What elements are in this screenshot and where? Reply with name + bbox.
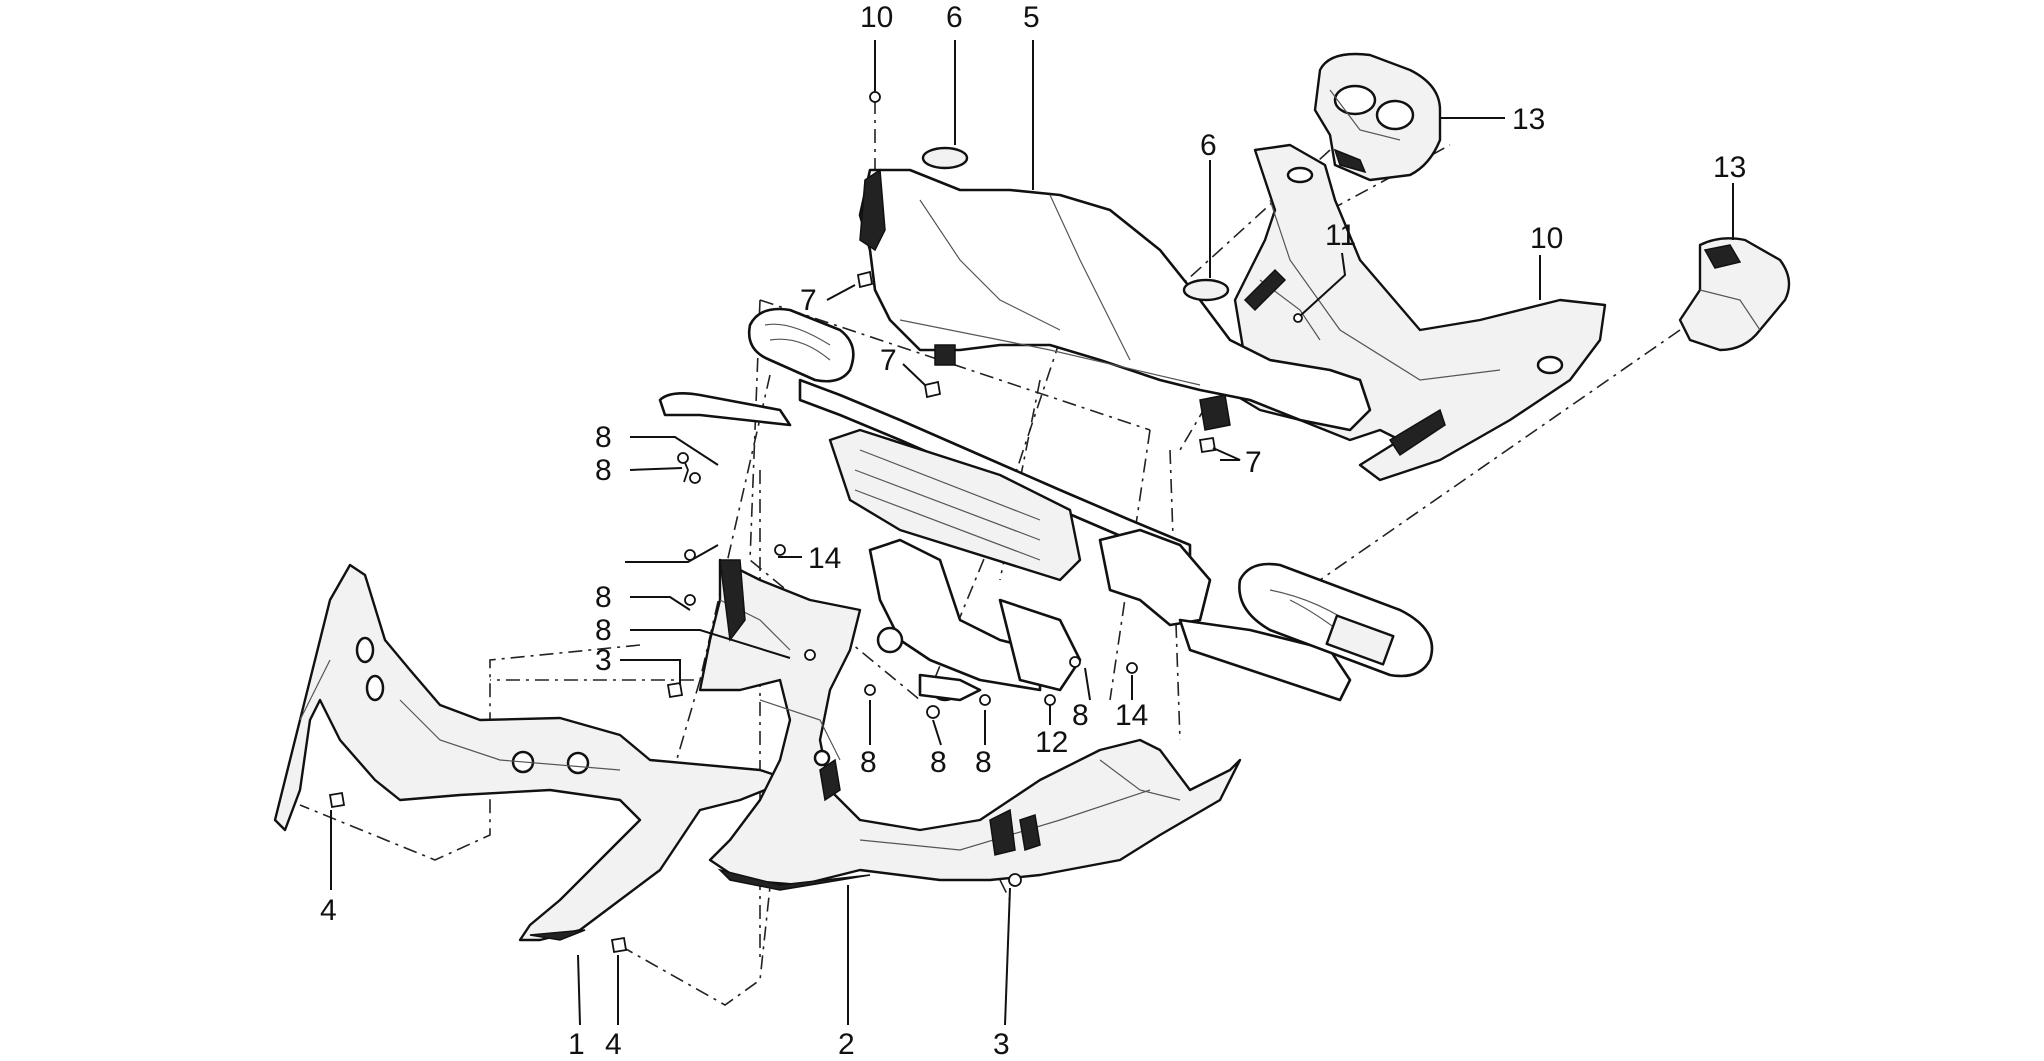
callout-labels: 10 6 5 13 6 13 11 10 7 7 7 8 8 14 8 8 3 … <box>320 1 1746 1061</box>
part-1-side-panel-left <box>273 563 792 942</box>
leader-lines <box>330 40 1734 1026</box>
callout-8-c: 8 <box>595 581 612 614</box>
callout-4-left: 4 <box>320 894 337 927</box>
callout-3-a: 3 <box>595 644 612 677</box>
callout-14-b: 14 <box>1115 699 1148 732</box>
handlebar-assembly <box>658 307 1434 702</box>
callout-12: 13 <box>1512 103 1545 136</box>
callout-5: 5 <box>1023 1 1040 34</box>
callout-8-a: 8 <box>595 421 612 454</box>
callout-8-e: 8 <box>860 746 877 779</box>
fasteners <box>328 91 1303 954</box>
part-9-handlebar-cover-right <box>1233 143 1607 482</box>
callout-7-b: 7 <box>880 344 897 377</box>
callout-9: 10 <box>1530 222 1563 255</box>
part-11-switch-housing-lower <box>1678 237 1791 352</box>
callout-11: 13 <box>1713 151 1746 184</box>
callout-8-d: 8 <box>595 614 612 647</box>
callout-7-c: 7 <box>1245 446 1262 479</box>
callout-13-b: 12 <box>1035 726 1068 759</box>
callout-8-b: 8 <box>595 454 612 487</box>
callout-3-b: 3 <box>993 1028 1010 1061</box>
callout-1: 1 <box>568 1028 585 1061</box>
callout-6-top: 6 <box>946 1 963 34</box>
callout-2: 2 <box>838 1028 855 1061</box>
part-5-handlebar-cover-main <box>858 146 1372 432</box>
callout-8-right: 8 <box>1072 699 1089 732</box>
callout-13-a: 14 <box>808 542 841 575</box>
callout-8-f: 8 <box>930 746 947 779</box>
callout-10-top: 10 <box>860 1 893 34</box>
callout-10-right: 11 <box>1325 219 1356 252</box>
callout-4-bottom: 4 <box>605 1028 622 1061</box>
callout-7-a: 7 <box>800 284 817 317</box>
part-12-switch-housing-upper <box>1313 52 1442 182</box>
part-2-lower-panel <box>698 558 1242 891</box>
callout-8-g: 8 <box>975 746 992 779</box>
callout-6-right: 6 <box>1200 129 1217 162</box>
